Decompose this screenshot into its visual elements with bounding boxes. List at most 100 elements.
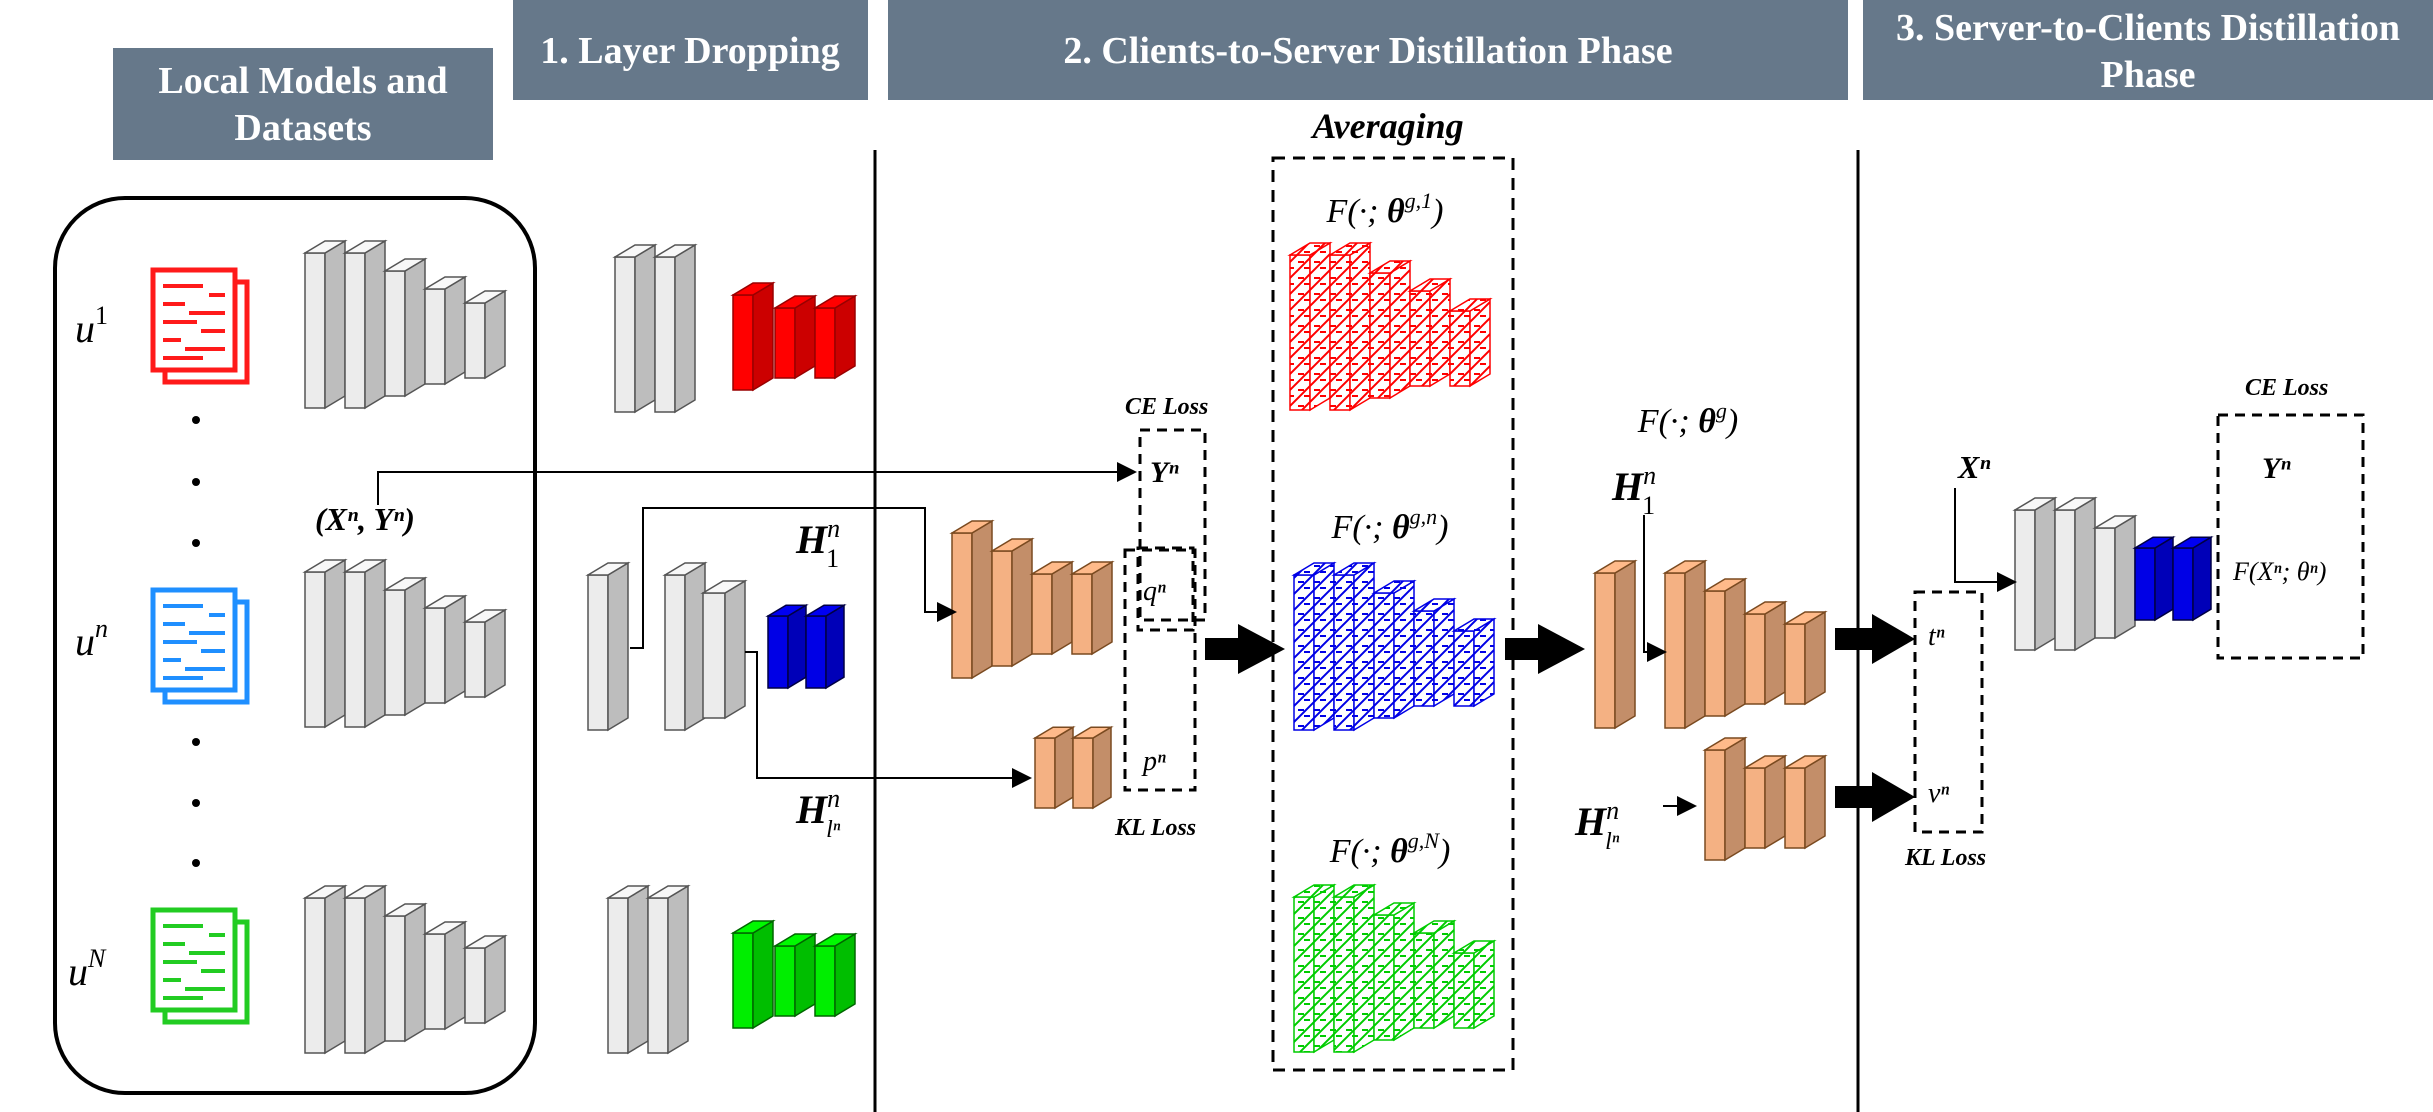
layer-top-face [1662,560,1708,574]
document-text-line [209,293,225,297]
layer-front-face [424,288,446,385]
layer-top-face [1070,726,1114,739]
layer-front-face [344,571,366,728]
layer-front-face [1071,573,1093,655]
layer-side-face [404,257,426,398]
client-model-phase3 [2012,496,2214,652]
layer-side-face [752,281,774,392]
layer-side-face [364,558,386,729]
layer-side-face [1469,297,1491,388]
document-text-line [163,996,203,1000]
layer-top-face [1367,260,1413,274]
phase3-kl-dashed-box [1913,590,1984,834]
document-text-line [163,356,203,360]
layer-side-face [667,884,689,1055]
layer-side-face [1054,725,1074,810]
phase3-x-label: Xⁿ [1957,449,1990,485]
layer-side-face [1091,560,1113,656]
phase2-ce-loss-label: CE Loss [1125,394,1208,420]
layer-front-face [2014,509,2036,651]
layer-front-face [587,574,609,731]
local-model-uN [302,884,508,1055]
phase3-v-label: vⁿ [1928,778,1949,809]
layer-top-face [700,580,748,594]
document-text-line [189,631,225,635]
layer-top-face [1782,755,1828,769]
layer-front-face [732,294,754,391]
local-model-u1 [302,239,508,410]
layer-front-face [1373,914,1395,1041]
layer-front-face [344,897,366,1054]
layer-top-face [1411,598,1457,612]
connector-x-to-client-model [1954,488,2017,592]
layer-top-face [1742,755,1788,769]
layer-side-face [825,603,845,690]
layer-front-face [1744,767,1766,849]
layer-top-face [302,559,348,573]
layer-front-face [1704,749,1726,861]
layer-front-face [1784,767,1806,849]
phase2-kl-dashed-box [1123,548,1197,792]
layer-side-face [444,275,466,386]
layer-front-face [424,607,446,704]
layer-top-face [1451,940,1497,954]
layer-front-face [464,302,486,379]
document-text-line [163,640,197,644]
remaining-layers-red [730,281,858,392]
remaining-layers-green [730,919,858,1030]
averaged-model-red-hatched [1287,241,1493,412]
layer-front-face [384,270,406,397]
local-models-panel [53,196,537,1095]
layer-top-face [1411,920,1457,934]
layer-front-face [304,252,326,409]
document-text-line [163,284,203,288]
dataset-document-icon-green [150,907,250,1025]
layer-front-face [1409,290,1431,387]
layer-side-face [404,902,426,1043]
layer-top-face [1451,618,1497,632]
avg-model-gN-label: F(·; θg,N) [1329,828,1451,870]
connector-global-h1 [1643,515,1667,662]
layer-front-face [1293,574,1315,731]
dropped-gray-layer-un-single [585,561,631,732]
layer-side-face [794,294,816,380]
layer-top-face [382,258,428,272]
document-text-line [185,987,225,991]
client-dots-upper [192,416,200,547]
layer-top-face [1331,884,1377,898]
phase2-kl-loss-label: KL Loss [1114,815,1196,841]
layer-top-face [2132,536,2176,549]
layer-front-face [384,589,406,716]
layer-front-face [1413,932,1435,1029]
layer-side-face [2074,496,2096,652]
header-server-to-clients-line2: Phase [2101,54,2196,96]
layer-side-face [752,919,774,1030]
layer-front-face [814,945,836,1017]
layer-side-face [444,920,466,1031]
layer-side-face [834,932,856,1018]
layer-side-face [971,519,993,680]
layer-side-face [444,594,466,705]
layer-side-face [364,239,386,410]
layer-top-face [1331,562,1377,576]
layer-front-face [732,932,754,1029]
layer-side-face [1724,577,1746,718]
layer-side-face [1353,883,1375,1054]
layer-top-face [2092,515,2138,529]
layer-front-face [614,256,636,413]
header-server-to-clients-line1: 3. Server-to-Clients Distillation [1896,7,2400,49]
layer-side-face [627,884,649,1055]
layer-top-face [1032,726,1076,739]
dropped-gray-layers-u1 [612,243,698,414]
phase3-t-label: tⁿ [1928,621,1945,652]
document-text-line [209,613,225,617]
layer-front-face [1072,737,1094,809]
dataset-document-icon-red [150,267,250,385]
phase2-p-label: pⁿ [1141,746,1166,777]
remaining-layers-blue [765,603,847,690]
header-clients-to-server-text: 2. Clients-to-Server Distillation Phase [1063,30,1672,72]
layer-top-face [1327,242,1373,256]
